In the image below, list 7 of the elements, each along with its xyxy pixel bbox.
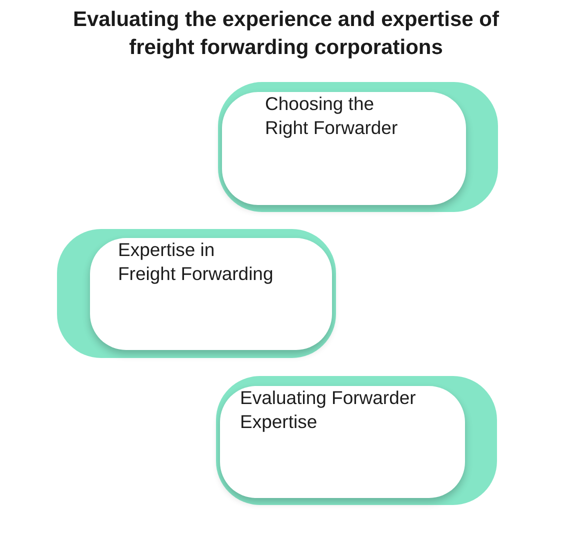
card-label: Choosing the Right Forwarder — [265, 92, 399, 140]
rounded-card-backdrop — [218, 82, 498, 212]
card-label: Expertise in Freight Forwarding — [118, 238, 274, 286]
rounded-card-backdrop — [216, 376, 497, 505]
diagram-title: Evaluating the experience and expertise of freight forwarding corporations — [72, 7, 500, 61]
rounded-card-backdrop — [57, 229, 336, 358]
card-label: Evaluating Forwarder Expertise — [240, 386, 417, 434]
